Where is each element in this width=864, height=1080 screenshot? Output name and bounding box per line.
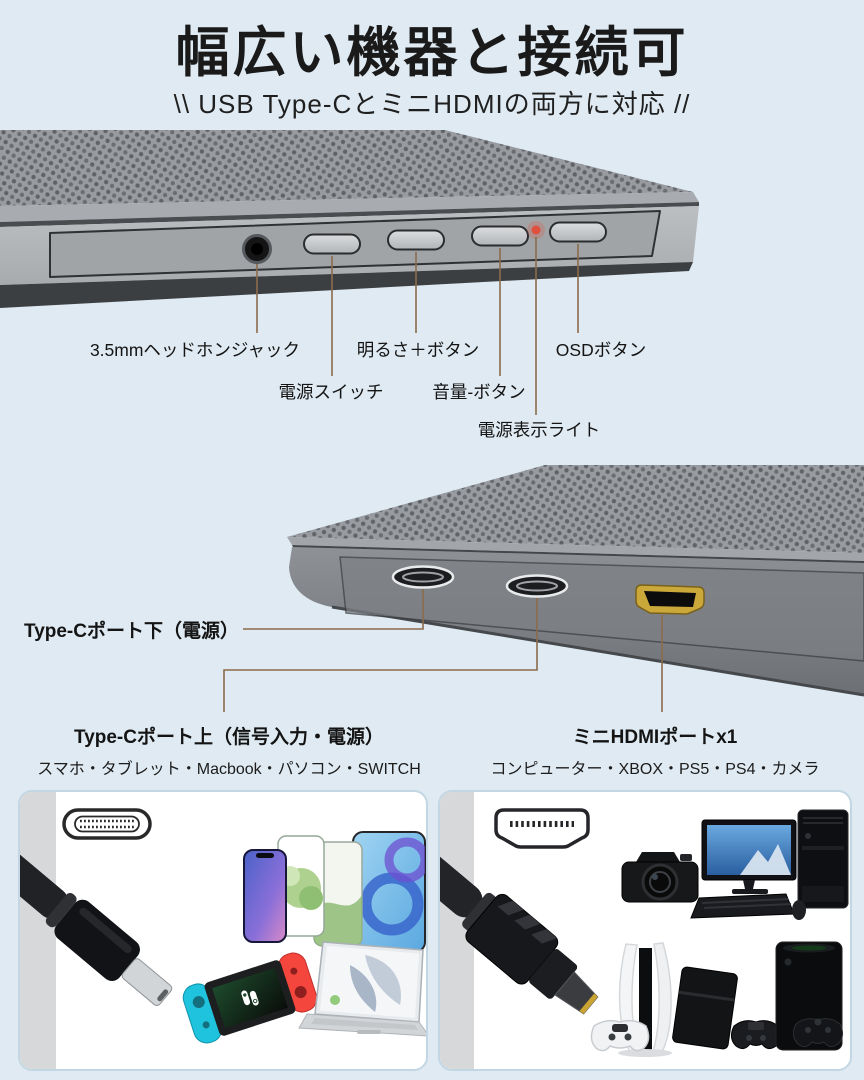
usb-c-port-lower (391, 565, 455, 589)
tablet (352, 831, 426, 953)
smartphone-1 (243, 849, 287, 943)
typec-lower-port-label: Type-Cポート下（電源） (24, 621, 239, 642)
brightness-plus-label: 明るさ＋ボタン (356, 340, 480, 360)
smartphone-2 (277, 835, 325, 937)
mini-hdmi-port-label: ミニHDMIポートx1 (572, 727, 738, 748)
nintendo-switch (182, 952, 318, 1044)
power-switch-button (303, 233, 361, 255)
mini-hdmi-devices-list: コンピューター・XBOX・PS5・PS4・カメラ (490, 761, 820, 778)
ps5-controller (590, 1019, 650, 1052)
usb-c-connector-icon (62, 808, 152, 840)
ps4-console (672, 966, 738, 1050)
osd-button (549, 221, 607, 243)
headphone-jack (242, 234, 272, 264)
monitor-top-edge-photo (0, 130, 699, 415)
monitor-side-face (289, 547, 864, 697)
ps4-controller (730, 1020, 782, 1050)
monitor-back-surface (0, 130, 699, 227)
hdmi-devices-card (438, 790, 852, 1071)
keyboard (690, 893, 795, 919)
hdmi-devices-illustration (440, 792, 849, 1069)
volume-minus-label: 音量-ボタン (432, 382, 526, 402)
laptop (298, 941, 426, 1037)
xbox-controller (792, 1018, 844, 1048)
switch-logo (241, 990, 259, 1006)
mouse (792, 900, 806, 920)
headphone-jack-label: 3.5mmヘッドホンジャック (89, 340, 301, 360)
page-subtitle: \\ USB Type-CとミニHDMIの両方に対応 // (173, 89, 691, 119)
volume-minus-button (471, 225, 529, 247)
usb-c-port-upper (505, 574, 569, 598)
typec-upper-port-label: Type-Cポート上（信号入力・電源） (74, 727, 384, 748)
power-switch-label: 電源スイッチ (278, 382, 384, 402)
desktop-tower (797, 809, 849, 909)
typec-upper-devices-list: スマホ・タブレット・Macbook・パソコン・SWITCH (37, 761, 421, 778)
smartphone-3 (313, 841, 363, 947)
callout-lines (223, 589, 663, 712)
callout-lines (256, 237, 579, 415)
photo-backdrop-strip (20, 792, 56, 1069)
power-led (527, 221, 545, 239)
osd-button-label: OSDボタン (555, 340, 647, 360)
brightness-plus-button (387, 229, 445, 251)
power-led-label: 電源表示ライト (477, 420, 601, 440)
camera (621, 852, 699, 903)
monitor-side-ports-photo (223, 465, 864, 712)
page-title: 幅広い機器と接続可 (175, 23, 689, 83)
desktop-monitor (701, 819, 797, 894)
mini-hdmi-port (635, 584, 705, 615)
hdmi-cable (440, 792, 599, 1015)
usb-c-cable (20, 797, 173, 1006)
usb-c-devices-illustration (20, 792, 426, 1069)
hdmi-connector-icon (494, 808, 590, 849)
usb-c-devices-card (18, 790, 428, 1071)
